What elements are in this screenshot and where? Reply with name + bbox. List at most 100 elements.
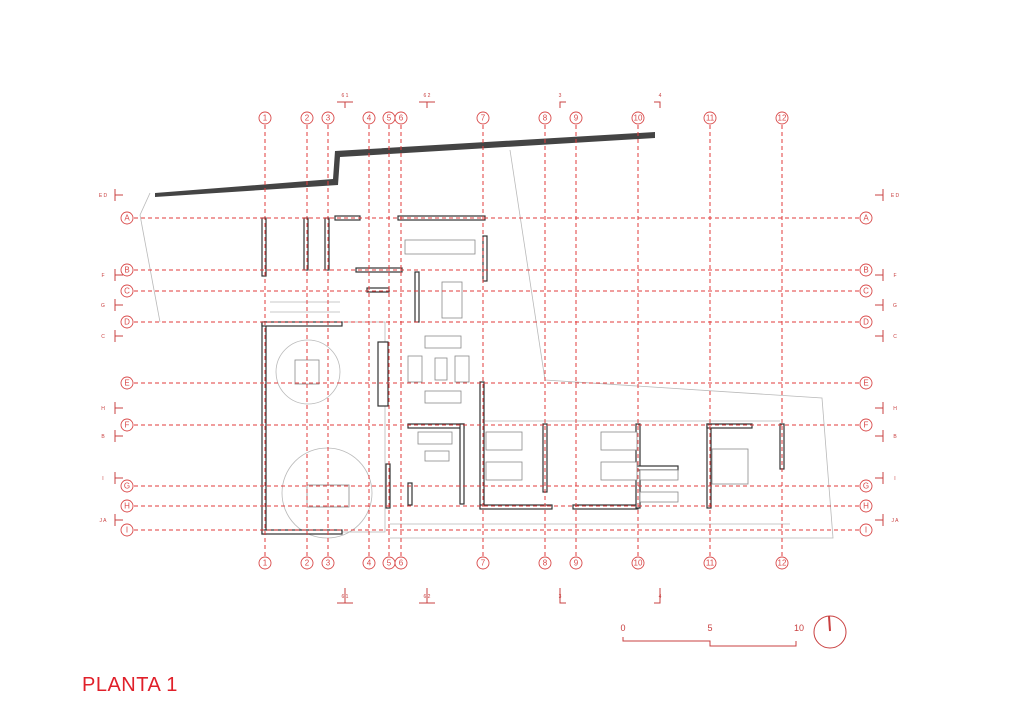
grid-bubble (362, 556, 376, 570)
section-mark (875, 330, 884, 342)
section-mark (114, 269, 123, 281)
closet (639, 491, 679, 503)
grid-bubble (538, 556, 552, 570)
grid-bubble (859, 499, 873, 513)
grid-label: 8 (543, 559, 548, 568)
grid-label: 12 (778, 114, 787, 123)
scale-label: 5 (707, 623, 712, 633)
grid-label: 10 (634, 114, 643, 123)
section-mark (337, 101, 353, 108)
section-mark (875, 472, 884, 484)
sofa (424, 335, 462, 349)
grid-label: 1 (263, 559, 268, 568)
section-mark (875, 514, 884, 526)
grid-bubble (859, 315, 873, 329)
section-label: 3 (559, 93, 562, 99)
scale-label: 0 (620, 623, 625, 633)
furniture (404, 239, 749, 503)
grid-label: 2 (305, 559, 310, 568)
closet (639, 469, 679, 481)
plan-title: PLANTA 1 (82, 674, 178, 696)
kitchen-island (404, 239, 476, 255)
table (424, 450, 450, 462)
grid-bubble (569, 556, 583, 570)
section-label: E D (891, 193, 900, 199)
section-label: G (893, 303, 897, 309)
grid-label: 4 (367, 559, 372, 568)
grid-label: 6 (399, 114, 404, 123)
grid-label: 4 (367, 114, 372, 123)
grid-label: A (124, 214, 130, 223)
grid-label: E (863, 379, 868, 388)
grid-bubble (703, 556, 717, 570)
grid-bubble (703, 111, 717, 125)
armchair (407, 355, 423, 383)
grid-bubble (120, 479, 134, 493)
grid-label: 11 (706, 114, 715, 123)
grid-label: 7 (481, 559, 486, 568)
grid-label: H (124, 502, 130, 511)
grid-bubble (859, 263, 873, 277)
grid-bubble (120, 263, 134, 277)
section-label: 6 2 (424, 93, 431, 99)
section-label: H (893, 406, 897, 412)
grid-label: 2 (305, 114, 310, 123)
grid-label: 5 (387, 114, 392, 123)
section-label: 4 (659, 594, 662, 600)
section-mark (875, 402, 884, 414)
grid-label: A (863, 214, 869, 223)
scale-label: 10 (794, 623, 804, 633)
section-mark (875, 189, 884, 201)
grid-label: G (863, 482, 869, 491)
section-mark (654, 588, 661, 604)
section-label: F (893, 273, 896, 279)
grid-bubble (120, 499, 134, 513)
grid-bubble (394, 556, 408, 570)
section-label: I (102, 476, 103, 482)
grid-label: 8 (543, 114, 548, 123)
section-label: C (893, 334, 897, 340)
grid-bubble (859, 523, 873, 537)
section-mark (559, 588, 566, 604)
grid-bubble (120, 376, 134, 390)
grid-label: F (125, 421, 130, 430)
bed (485, 431, 523, 451)
grid-label: 12 (778, 559, 787, 568)
grid-label: 5 (387, 559, 392, 568)
grid-label: 11 (706, 559, 715, 568)
section-mark (114, 189, 123, 201)
section-mark (114, 430, 123, 442)
section-label: C (101, 334, 105, 340)
north-arrow-icon (813, 615, 847, 649)
grid-label: 3 (326, 559, 331, 568)
grid-label: G (124, 482, 130, 491)
grid-bubble (859, 418, 873, 432)
section-mark (337, 588, 353, 604)
section-mark (419, 101, 435, 108)
grid-label: 3 (326, 114, 331, 123)
sofa (417, 431, 453, 445)
section-label: 4 (659, 93, 662, 99)
grid-bubble (569, 111, 583, 125)
grid-bubble (859, 211, 873, 225)
grid-bubble (120, 523, 134, 537)
section-label: 6 1 (342, 594, 349, 600)
grid-bubble (300, 111, 314, 125)
section-label: 3 (559, 594, 562, 600)
grid-label: C (124, 287, 130, 296)
grid-label: H (863, 502, 869, 511)
section-mark (559, 101, 566, 108)
section-mark (875, 269, 884, 281)
grid-bubble (476, 556, 490, 570)
grid-bubble (120, 315, 134, 329)
grid-bubble (394, 111, 408, 125)
grid-bubble (300, 556, 314, 570)
bed (711, 448, 749, 485)
grid-label: 9 (574, 114, 579, 123)
grid-bubble (538, 111, 552, 125)
section-mark (114, 402, 123, 414)
grid-bubble (859, 479, 873, 493)
section-label: G (101, 303, 105, 309)
